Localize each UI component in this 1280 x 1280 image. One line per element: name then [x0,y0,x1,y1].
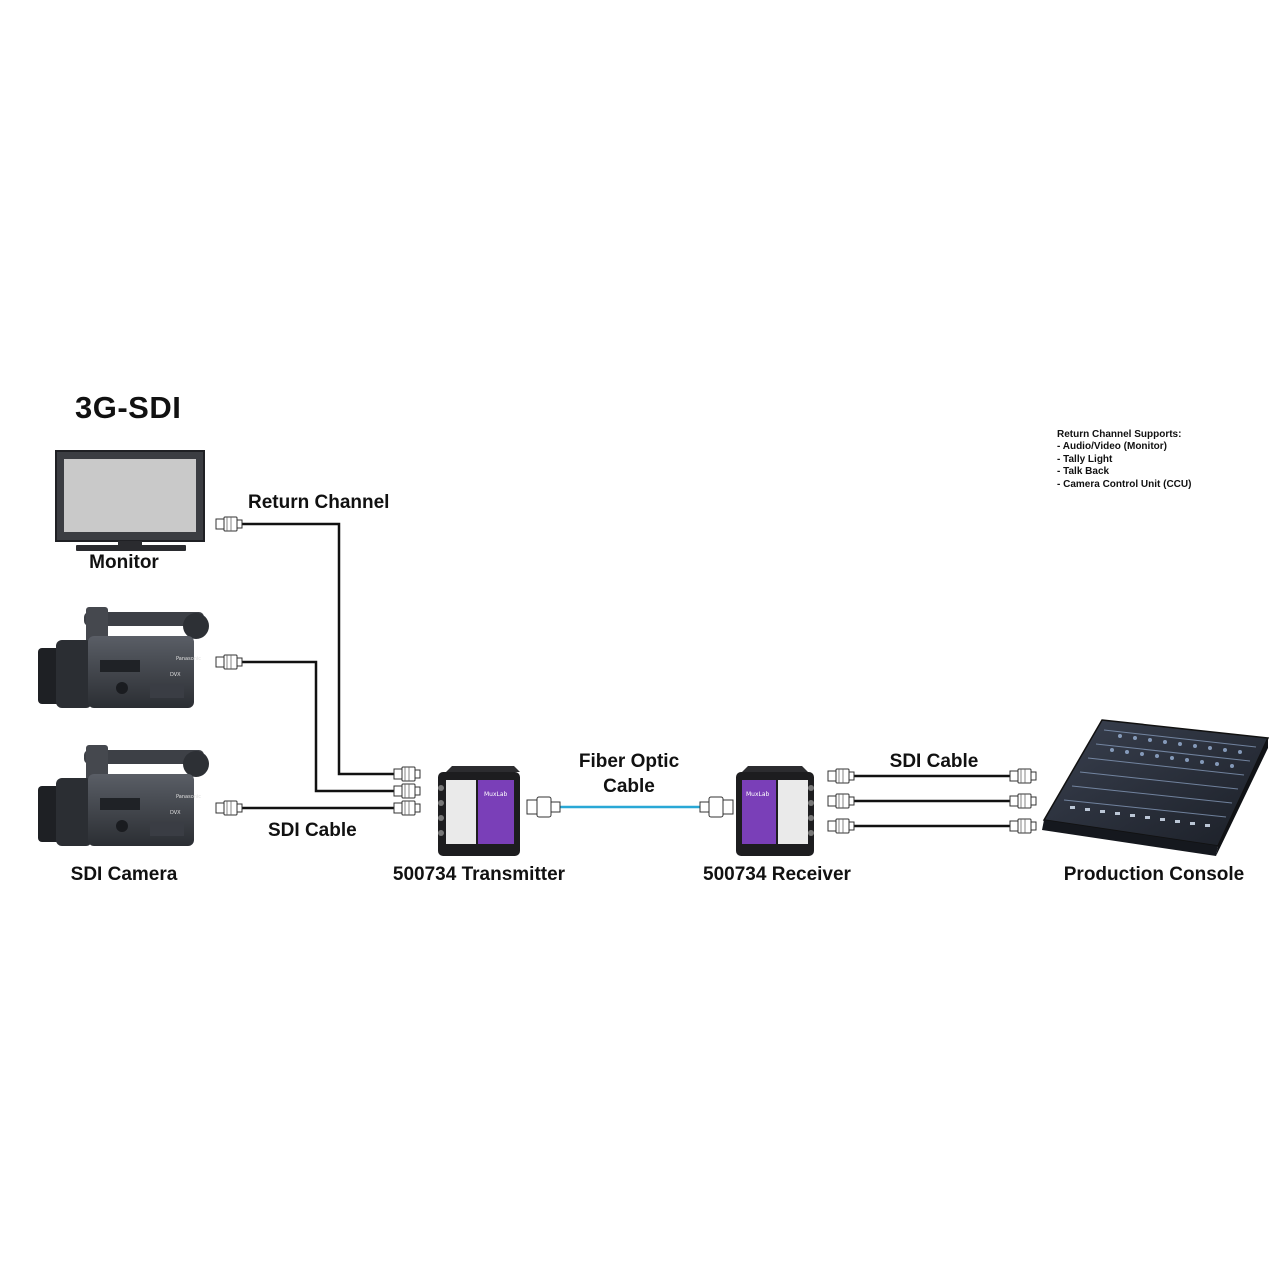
notes-heading: Return Channel Supports: [1057,429,1182,440]
fiber-optic-cable [526,796,734,818]
receiver-label: 500734 Receiver [703,864,851,885]
bnc-connector-icon [215,654,243,670]
camera-model-text: DVX [170,810,181,816]
production-console-label: Production Console [1063,864,1245,885]
bnc-connector-icon [1009,768,1037,784]
fiber-optic-label-line1: Fiber Optic [578,751,680,772]
bnc-connector-icon [393,800,421,816]
mixing-console-icon [1042,719,1270,856]
monitor-icon [55,450,205,551]
camera-brand-text: Panasonic [176,794,201,800]
return-channel-label: Return Channel [248,492,390,513]
return-channel-cable [238,522,402,776]
bnc-connector-icon [827,818,855,834]
transmitter-icon: MuxLab [438,766,520,856]
notes-item: - Tally Light [1057,453,1113,465]
monitor-label: Monitor [89,552,159,573]
sdi-cable-right-label: SDI Cable [889,751,979,772]
fiber-optic-label-line2: Cable [603,776,655,797]
bnc-connector-icon [1009,793,1037,809]
receiver-brand-text: MuxLab [746,791,770,798]
diagram-title: 3G-SDI [75,390,182,425]
camera-brand-text: Panasonic [176,656,201,662]
sdi-cable-left-label: SDI Cable [268,820,357,841]
notes-item: - Talk Back [1057,466,1110,478]
notes-item: - Camera Control Unit (CCU) [1057,478,1192,490]
bnc-connector-icon [827,768,855,784]
transmitter-brand-text: MuxLab [484,791,508,798]
return-channel-notes: Return Channel Supports: - Audio/Video (… [1057,429,1191,491]
transmitter-label: 500734 Transmitter [392,864,566,885]
camera-icon: Panasonic DVX [38,607,209,708]
bnc-connector-icon [393,783,421,799]
receiver-output-cables [850,774,1016,828]
bnc-connector-icon [215,516,243,532]
sdi-camera-label: SDI Camera [70,864,178,885]
bnc-connector-icon [827,793,855,809]
receiver-icon: MuxLab [736,766,814,856]
notes-item: - Audio/Video (Monitor) [1057,441,1167,453]
bnc-connector-icon [215,800,243,816]
bnc-connector-icon [393,766,421,782]
camera-model-text: DVX [170,672,181,678]
camera1-sdi-cable [238,660,402,793]
bnc-connector-icon [1009,818,1037,834]
camera-icon: Panasonic DVX [38,745,209,846]
